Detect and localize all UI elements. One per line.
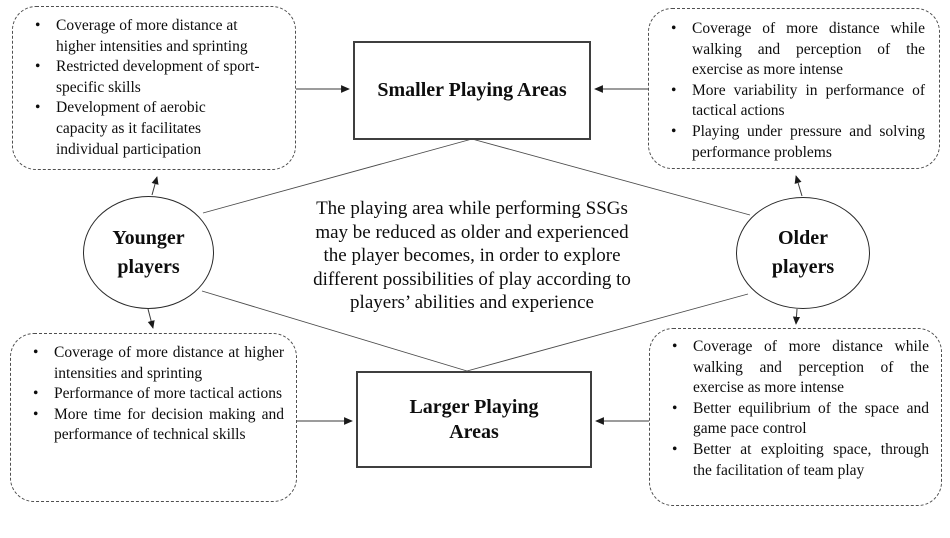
effect-item: Better equilibrium of the space and game… xyxy=(666,399,929,440)
effects-box-younger-smaller: Coverage of more distance at higher inte… xyxy=(12,6,296,170)
node-younger-players: Younger players xyxy=(83,196,214,309)
effect-item: Development of aerobic capacity as it fa… xyxy=(29,98,261,160)
effects-box-younger-larger: Coverage of more distance at higher inte… xyxy=(10,333,297,502)
node-older-players: Older players xyxy=(736,197,870,309)
effects-list-older-smaller: Coverage of more distance while walking … xyxy=(665,19,925,163)
node-smaller-playing-areas: Smaller Playing Areas xyxy=(353,41,591,140)
center-statement-line: the player becomes, in order to explore xyxy=(323,245,621,266)
center-statement-line: may be reduced as older and experienced xyxy=(315,221,629,243)
node-label-larger-playing-areas: Larger Playing Areas xyxy=(409,395,539,443)
node-label-older-players: Older players xyxy=(771,227,835,278)
effect-item: Coverage of more distance at higher inte… xyxy=(29,16,261,57)
effects-list-younger-larger: Coverage of more distance at higher inte… xyxy=(27,343,284,446)
node-larger-playing-areas: Larger Playing Areas xyxy=(356,371,592,468)
node-label-smaller-playing-areas: Smaller Playing Areas xyxy=(377,79,567,101)
effects-box-older-larger: Coverage of more distance while walking … xyxy=(649,328,942,506)
arrow-younger-to-topleft-box xyxy=(151,176,159,196)
center-statement-line: different possibilities of play accordin… xyxy=(313,268,631,290)
arrow-younger-to-bottomleft-box xyxy=(147,308,155,329)
arrow-older-to-bottomright-box xyxy=(792,308,801,325)
center-statement-line: The playing area while performing SSGs xyxy=(316,198,628,219)
effect-item: More time for decision making and perfor… xyxy=(27,405,284,446)
effect-item: Coverage of more distance while walking … xyxy=(666,337,929,399)
center-statement-line: players’ abilities and experience xyxy=(350,292,594,313)
effect-item: Coverage of more distance while walking … xyxy=(665,19,925,81)
effect-item: Coverage of more distance at higher inte… xyxy=(27,343,284,384)
effects-box-older-smaller: Coverage of more distance while walking … xyxy=(648,8,940,169)
node-label-younger-players: Younger players xyxy=(112,226,185,278)
arrow-older-to-topright-box xyxy=(794,175,803,197)
effect-item: Playing under pressure and solving perfo… xyxy=(665,122,925,163)
effect-item: More variability in performance of tacti… xyxy=(665,81,925,122)
effects-list-older-larger: Coverage of more distance while walking … xyxy=(666,337,929,481)
effect-item: Performance of more tactical actions xyxy=(27,384,284,405)
effects-list-younger-smaller: Coverage of more distance at higher inte… xyxy=(29,16,261,160)
effect-item: Restricted development of sport-specific… xyxy=(29,57,261,98)
effect-item: Better at exploiting space, through the … xyxy=(666,440,929,481)
